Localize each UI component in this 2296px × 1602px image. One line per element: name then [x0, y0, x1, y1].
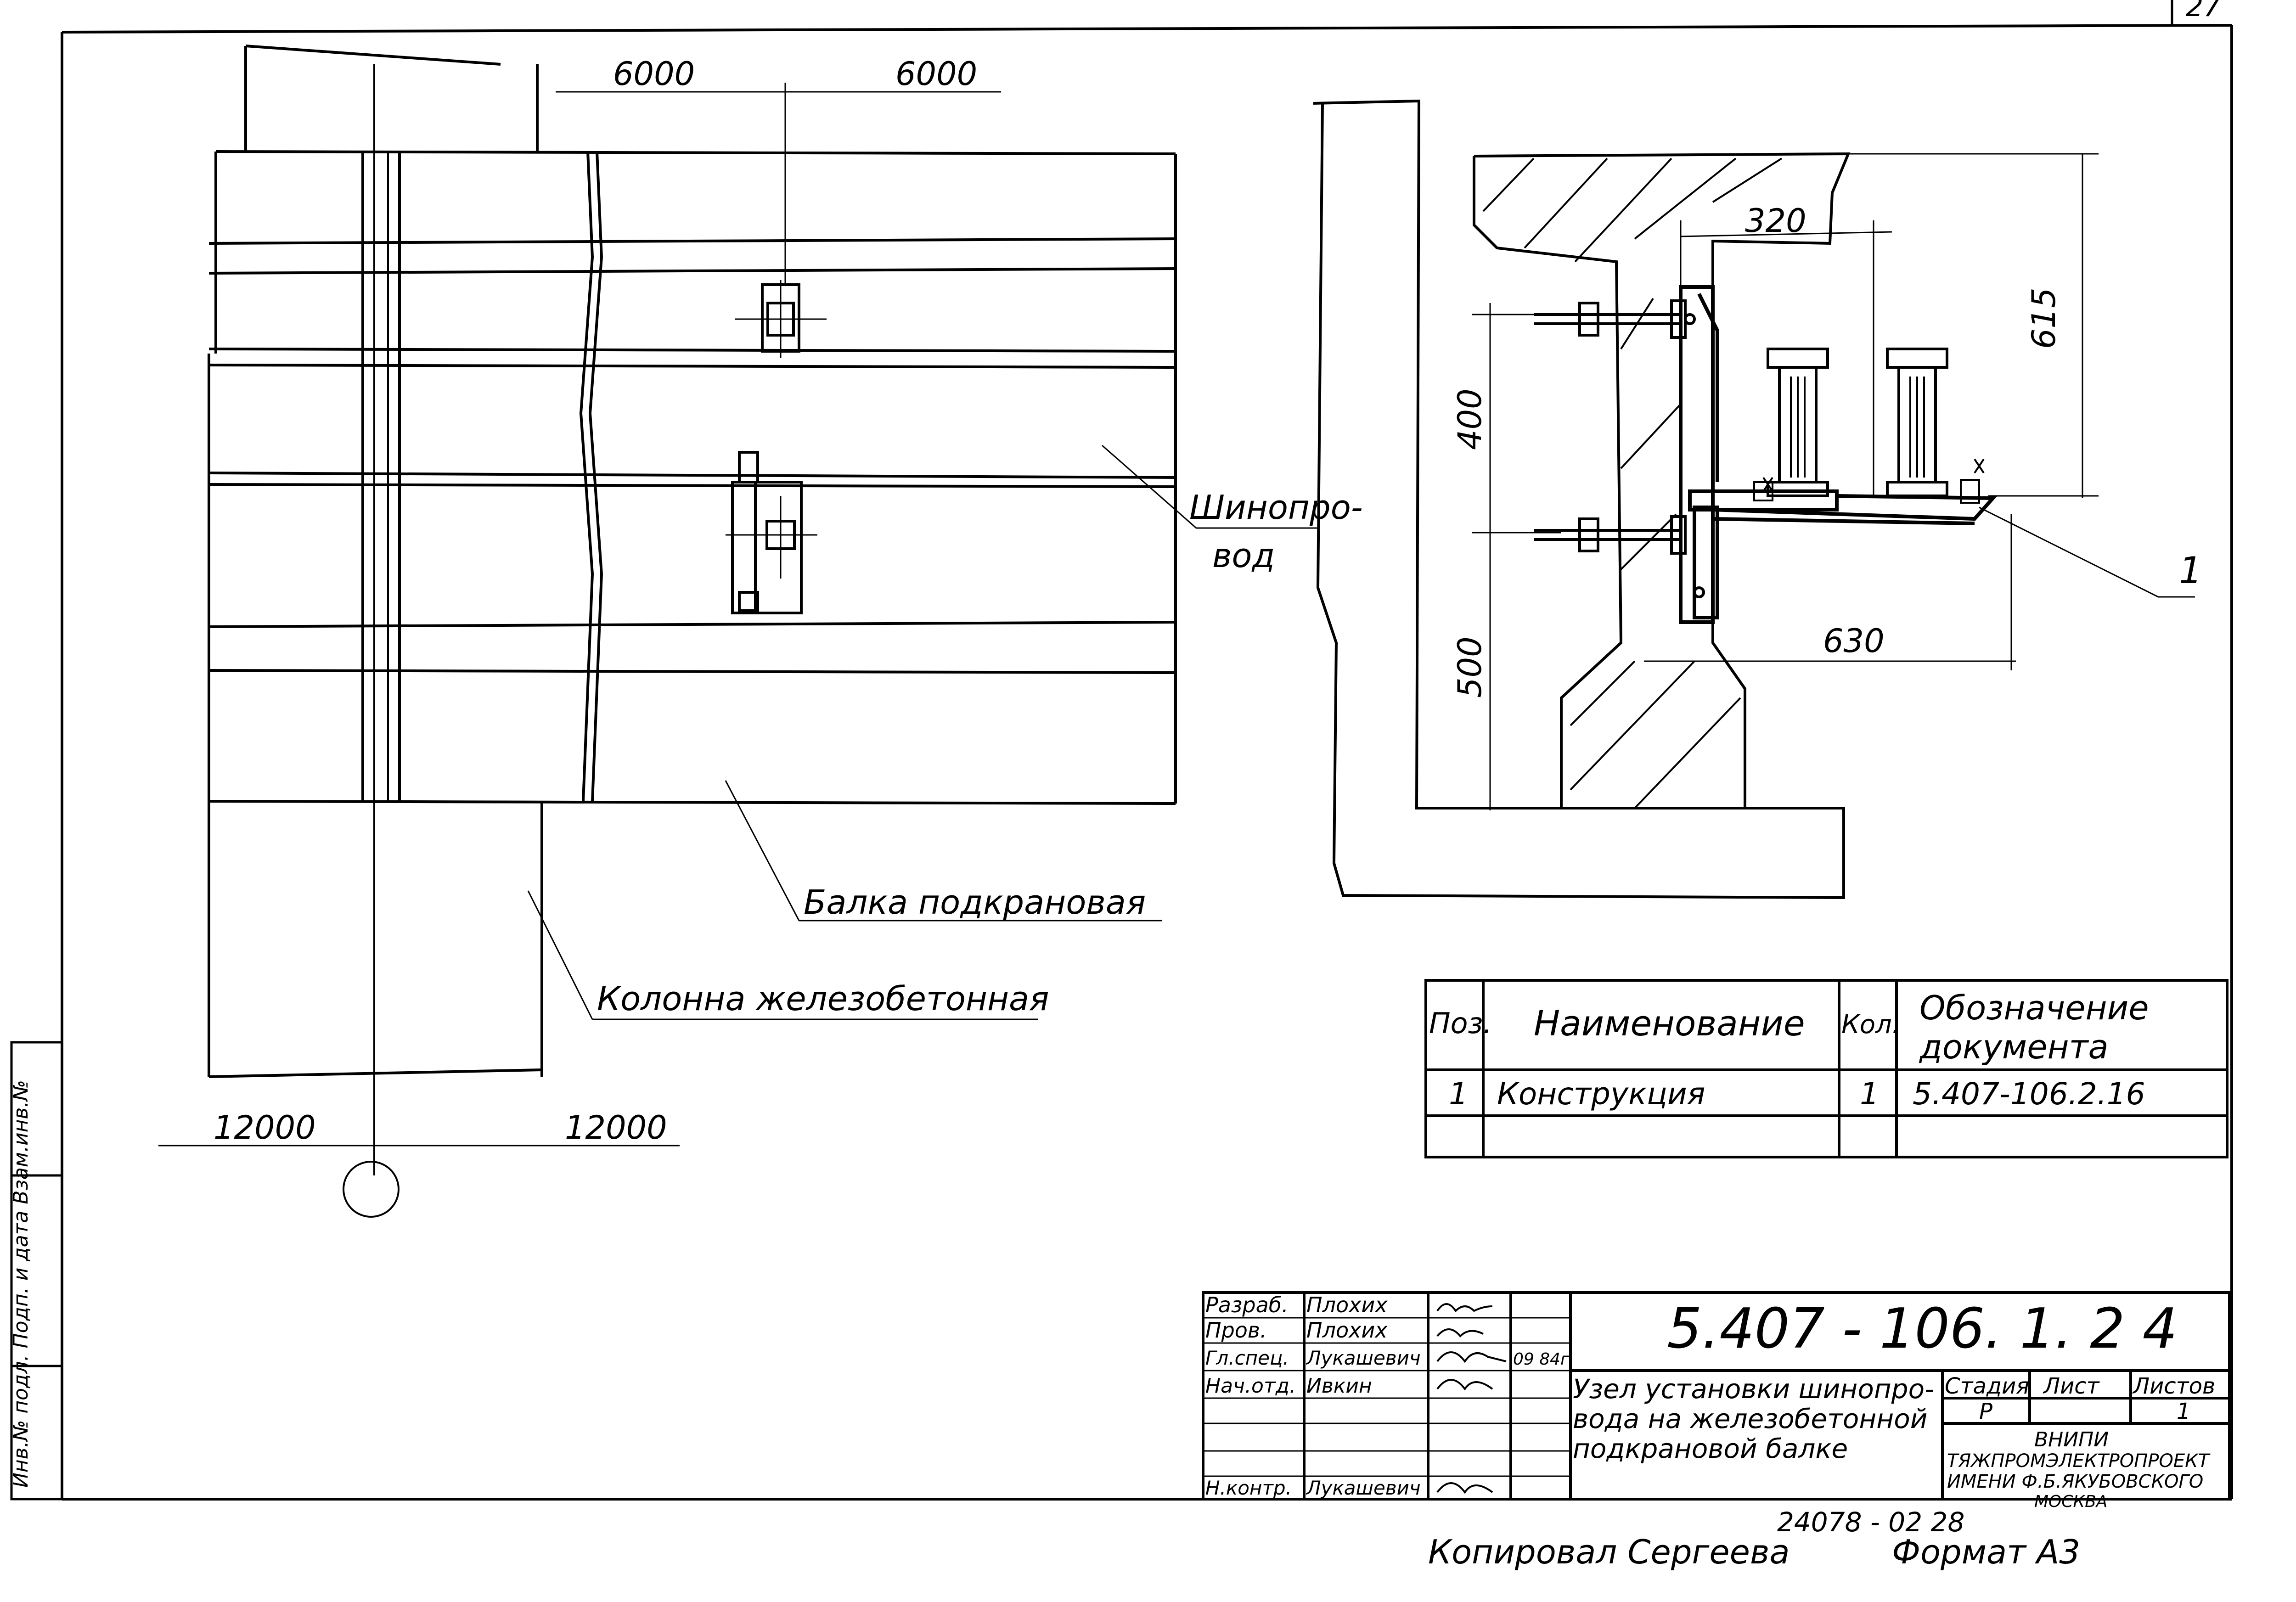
stage-label: Стадия — [1945, 1373, 2029, 1399]
role-2: Гл.спец. — [1205, 1347, 1289, 1369]
sheet-label: Лист — [2043, 1373, 2100, 1399]
spec-cell-doc: 5.407-106.2.16 — [1913, 1076, 2145, 1112]
org-line4: МОСКВА — [2034, 1492, 2107, 1511]
dim-320: 320 — [1745, 202, 1806, 240]
dim-6000-left: 6000 — [613, 55, 695, 93]
title-line3: подкрановой балке — [1573, 1433, 1848, 1464]
signatures — [1436, 1303, 1507, 1494]
plan-dim-top — [556, 83, 1001, 285]
crane-beam — [208, 150, 1177, 805]
label-busbar-line1: Шинопро- — [1189, 488, 1363, 527]
sign-date: 09 84г — [1513, 1350, 1570, 1369]
title-line1: Узел установки шинопро- — [1573, 1373, 1934, 1405]
section-dims — [1472, 153, 2195, 810]
sheets-value: 1 — [2177, 1399, 2191, 1424]
spec-header-qty: Кол. — [1841, 1010, 1900, 1040]
busbar-bracket-upper — [735, 280, 827, 358]
spec-cell-pos: 1 — [1449, 1076, 1468, 1112]
busbar-bracket-lower — [726, 451, 817, 614]
dim-12000-right: 12000 — [565, 1109, 667, 1147]
dim-12000-left: 12000 — [214, 1109, 316, 1147]
name-1: Плохих — [1306, 1318, 1388, 1343]
column-bottom — [208, 801, 543, 1078]
org-line3: ИМЕНИ Ф.Б.ЯКУБОВСКОГО — [1947, 1471, 2203, 1492]
column-section-outline — [1313, 99, 1845, 899]
role-3: Нач.отд. — [1205, 1374, 1296, 1398]
dim-400: 400 — [1451, 388, 1489, 450]
label-busbar-line2: вод — [1212, 536, 1275, 575]
section-view: 320 615 400 500 630 1 — [1313, 99, 2202, 899]
name-3: Ивкин — [1306, 1374, 1372, 1398]
org-line2: ТЯЖПРОМЭЛЕКТРОПРОЕКТ — [1947, 1450, 2211, 1472]
spec-row: 1 Конструкция 1 5.407-106.2.16 — [1449, 1076, 2145, 1112]
dim-500: 500 — [1451, 636, 1489, 698]
anchor-bolt-lower — [1534, 515, 1705, 598]
insulator-right — [1886, 348, 1948, 497]
footer: 24078 - 02 28 Копировал Сергеева Формат … — [1428, 1506, 2080, 1571]
title-line2: вода на железобетонной — [1573, 1403, 1927, 1434]
spec-header-pos: Поз. — [1429, 1006, 1492, 1040]
column-axis — [343, 64, 400, 1218]
name-6: Лукашевич — [1306, 1477, 1421, 1499]
format-label: Формат А3 — [1892, 1533, 2080, 1571]
spec-header-doc-line2: документа — [1919, 1028, 2109, 1066]
label-busbar: Шинопро- вод — [1102, 444, 1363, 575]
label-crane-beam-text: Балка подкрановая — [804, 883, 1146, 922]
spec-cell-qty: 1 — [1860, 1076, 1879, 1112]
inventory-number: 24078 - 02 28 — [1777, 1506, 1964, 1538]
page-corner-number: 27 — [2186, 0, 2221, 23]
title-block: Разраб. Плохих Пров. Плохих Гл.спец. Лук… — [1202, 1291, 2231, 1511]
name-2: Лукашевич — [1306, 1347, 1421, 1369]
insulator-left — [1767, 348, 1829, 497]
side-stamp: Инв.№ подл. Подп. и дата Взам.инв.№ — [9, 1041, 63, 1501]
bracket-structure — [1679, 285, 1997, 624]
column-top — [244, 45, 539, 152]
role-6: Н.контр. — [1205, 1477, 1292, 1499]
role-0: Разраб. — [1205, 1293, 1289, 1317]
insulator-bolts — [1753, 458, 1985, 504]
role-1: Пров. — [1205, 1318, 1267, 1343]
callout-1: 1 — [2179, 549, 2202, 592]
doc-number: 5.407 - 106. 1. 2 4 — [1667, 1297, 2178, 1361]
beam-section — [1473, 152, 1851, 808]
anchor-bolt-upper — [1534, 299, 1696, 339]
axis-marker — [343, 1161, 400, 1218]
sheets-label: Листов — [2132, 1373, 2215, 1399]
dim-6000-right: 6000 — [895, 55, 977, 93]
copied-by: Копировал Сергеева — [1428, 1533, 1790, 1571]
spec-header-doc-line1: Обозначение — [1919, 989, 2149, 1027]
org-line1: ВНИПИ — [2034, 1428, 2109, 1451]
plan-view: 6000 6000 12000 12000 Шинопро- вод Балка… — [158, 45, 1363, 1218]
corner-mark: 27 — [2171, 0, 2221, 25]
concrete-hatching — [1482, 157, 1783, 809]
name-0: Плохих — [1306, 1293, 1388, 1317]
label-column-text: Колонна железобетонная — [597, 979, 1049, 1018]
side-stamp-text: Инв.№ подл. Подп. и дата Взам.инв.№ — [9, 1080, 33, 1488]
dim-630: 630 — [1823, 622, 1885, 660]
label-column: Колонна железобетонная — [527, 890, 1049, 1020]
spec-header-name: Наименование — [1534, 1003, 1805, 1044]
spec-cell-name: Конструкция — [1497, 1076, 1705, 1112]
label-crane-beam: Балка подкрановая — [725, 780, 1162, 922]
dim-615: 615 — [2025, 287, 2063, 349]
stage-value: Р — [1979, 1399, 1992, 1424]
spec-table: Поз. Наименование Кол. Обозначение докум… — [1424, 979, 2228, 1158]
